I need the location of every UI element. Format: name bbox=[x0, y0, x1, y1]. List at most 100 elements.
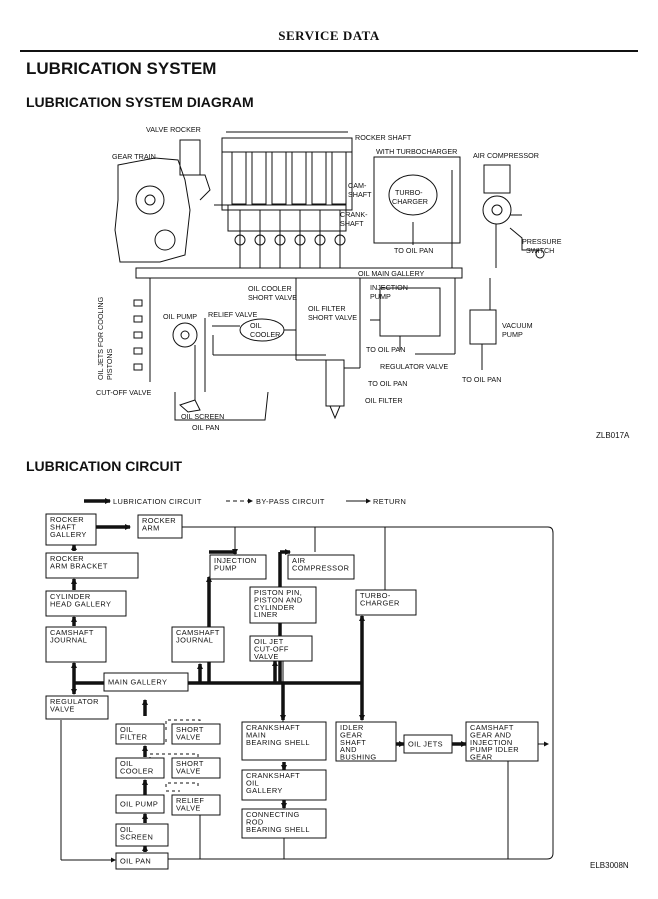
box-line: PISTON PIN, bbox=[254, 588, 302, 597]
box-line: PUMP IDLER bbox=[470, 745, 519, 754]
box-line: GEAR bbox=[470, 753, 493, 762]
box-line: INJECTION bbox=[214, 556, 257, 565]
label-oil-jets-2: PISTONS bbox=[105, 348, 114, 380]
box-oil-pump: OIL PUMP bbox=[115, 794, 165, 814]
box-oil-jets: OIL JETS bbox=[403, 734, 453, 754]
label-valve-rocker: VALVE ROCKER bbox=[146, 125, 201, 134]
label-turbo-1: TURBO- bbox=[395, 188, 423, 197]
box-line: ROD bbox=[246, 817, 264, 826]
box-line: SCREEN bbox=[120, 832, 153, 841]
box-line: VALVE bbox=[176, 803, 201, 812]
label-injection: INJECTION bbox=[370, 283, 408, 292]
box-line: ROCKER bbox=[142, 516, 176, 525]
circuit-legend: LUBRICATION CIRCUIT BY-PASS CIRCUIT RETU… bbox=[84, 497, 406, 506]
box-line: CRANKSHAFT bbox=[246, 723, 300, 732]
box-line: CYLINDER bbox=[50, 592, 91, 601]
bypass-lines bbox=[145, 719, 201, 792]
header-rule bbox=[20, 50, 638, 52]
label-camshaft-2: SHAFT bbox=[348, 190, 372, 199]
box-line: MAIN GALLERY bbox=[108, 678, 167, 687]
system-labels: VALVE ROCKER GEAR TRAIN ROCKER SHAFT WIT… bbox=[96, 125, 630, 440]
label-oil-pan: OIL PAN bbox=[192, 423, 220, 432]
oil-pump-gear bbox=[172, 322, 198, 348]
label-oil-cooler-short-2: SHORT VALVE bbox=[248, 293, 297, 302]
label-camshaft-1: CAM- bbox=[348, 181, 367, 190]
box-line: JOURNAL bbox=[50, 635, 87, 644]
label-regulator-valve: REGULATOR VALVE bbox=[380, 362, 448, 371]
box-line: CHARGER bbox=[360, 598, 400, 607]
box-line: GALLERY bbox=[50, 530, 87, 539]
label-oil-filter-short-2: SHORT VALVE bbox=[308, 313, 357, 322]
label-oil-filter: OIL FILTER bbox=[365, 396, 403, 405]
legend-lubrication: LUBRICATION CIRCUIT bbox=[113, 497, 202, 506]
box-line: OIL JETS bbox=[408, 740, 443, 749]
box-line: IDLER bbox=[340, 723, 364, 732]
system-diagram bbox=[114, 131, 545, 421]
box-line: OIL PUMP bbox=[120, 800, 158, 809]
label-vacuum: VACUUM bbox=[502, 321, 533, 330]
gear-train-housing bbox=[114, 157, 191, 263]
box-line: SHAFT bbox=[50, 522, 76, 531]
label-to-oil-pan-turbo: TO OIL PAN bbox=[394, 246, 433, 255]
label-crankshaft-1: CRANK- bbox=[340, 210, 368, 219]
box-line: JOURNAL bbox=[176, 635, 213, 644]
label-to-oil-pan-regulator: TO OIL PAN bbox=[368, 379, 407, 388]
box-line: ROCKER bbox=[50, 554, 84, 563]
box-line: ROCKER bbox=[50, 515, 84, 524]
cylinder-stack bbox=[231, 151, 347, 205]
box-line: CAMSHAFT bbox=[470, 723, 514, 732]
label-oil-filter-short-1: OIL FILTER bbox=[308, 304, 346, 313]
con-rods bbox=[234, 210, 346, 268]
box-line: ARM BRACKET bbox=[50, 561, 108, 570]
label-pressure: PRESSURE bbox=[522, 237, 562, 246]
box-line: CUT-OFF bbox=[254, 644, 289, 653]
diagram-code: ZLB017A bbox=[596, 431, 630, 440]
label-gear-train: GEAR TRAIN bbox=[112, 152, 156, 161]
label-turbo-2: CHARGER bbox=[392, 197, 428, 206]
label-to-oil-pan-injection: TO OIL PAN bbox=[366, 345, 405, 354]
box-line: BUSHING bbox=[340, 753, 376, 762]
box-line: PUMP bbox=[214, 563, 237, 572]
air-compressor-body bbox=[483, 164, 511, 194]
box-line: OIL JET bbox=[254, 637, 284, 646]
box-line: ARM bbox=[142, 523, 160, 532]
box-line: SHORT bbox=[176, 759, 204, 768]
turbocharger-box bbox=[373, 156, 461, 244]
box-line: GEAR bbox=[340, 730, 363, 739]
box-line: HEAD GALLERY bbox=[50, 599, 111, 608]
box-main-gallery: MAIN GALLERY bbox=[103, 672, 189, 692]
label-oil-main-gallery: OIL MAIN GALLERY bbox=[358, 269, 425, 278]
label-oil-cooler-2: COOLER bbox=[250, 330, 280, 339]
box-line: OIL PAN bbox=[120, 857, 151, 866]
box-line: AIR bbox=[292, 556, 306, 565]
box-line: MAIN bbox=[246, 730, 266, 739]
label-cut-off-valve: CUT-OFF VALVE bbox=[96, 388, 151, 397]
box-line: OIL bbox=[246, 778, 259, 787]
box-line: COMPRESSOR bbox=[292, 563, 349, 572]
box-line: CYLINDER bbox=[254, 603, 295, 612]
oil-pan bbox=[174, 391, 269, 421]
box-line: AND bbox=[340, 745, 357, 754]
box-turbocharger: TURBO-CHARGER bbox=[355, 589, 417, 616]
vacuum-pump bbox=[469, 309, 497, 345]
box-line: OIL bbox=[120, 759, 133, 768]
label-air-compressor: AIR COMPRESSOR bbox=[473, 151, 539, 160]
circuit-code: ELB3008N bbox=[590, 861, 629, 870]
box-line: GEAR AND bbox=[470, 730, 511, 739]
box-line: FILTER bbox=[120, 732, 147, 741]
